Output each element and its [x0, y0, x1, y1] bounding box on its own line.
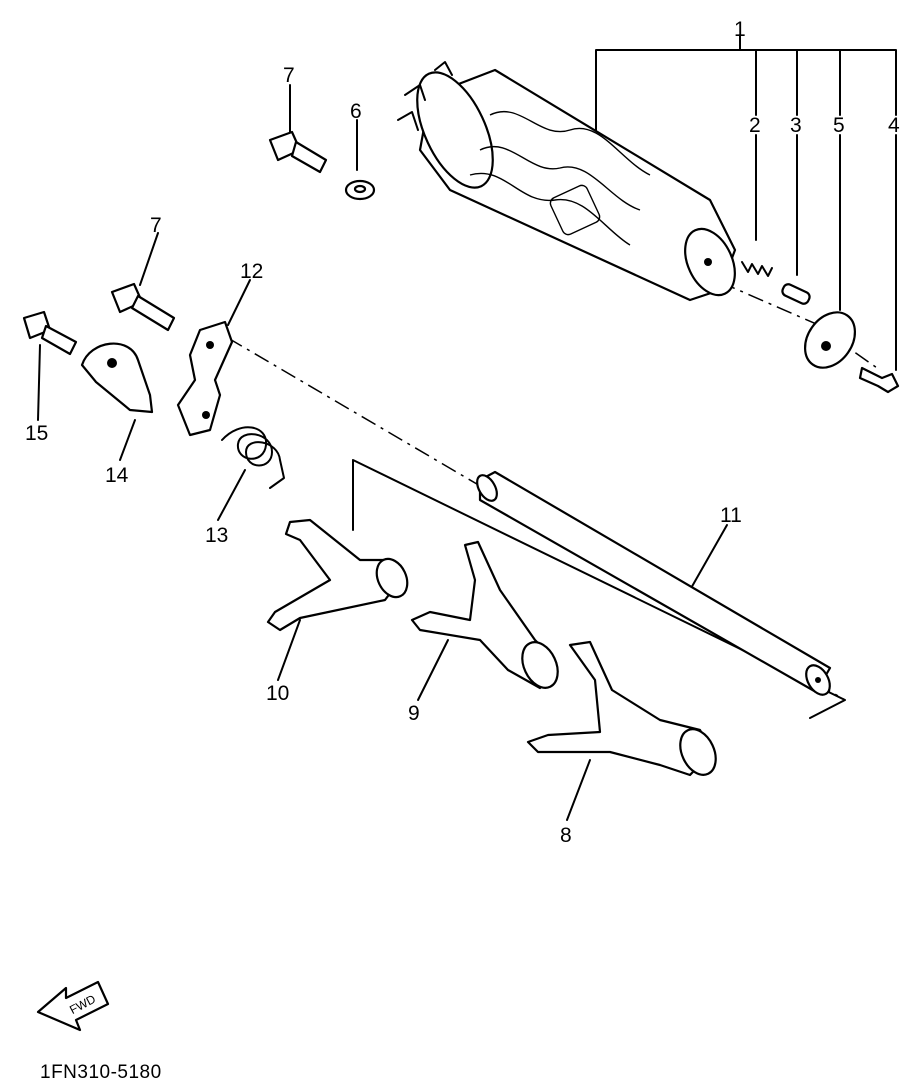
washer-6	[344, 179, 376, 201]
callout-10: 10	[266, 682, 289, 705]
callout-6: 6	[350, 100, 362, 123]
bolt-7-second	[110, 282, 176, 332]
plate-5	[803, 311, 857, 369]
callout-5: 5	[833, 114, 845, 137]
callout-9: 9	[408, 702, 420, 725]
centerlines	[227, 281, 881, 701]
shift-fork-9	[410, 540, 559, 690]
callout-13: 13	[205, 524, 228, 547]
callout-11: 11	[720, 504, 742, 527]
callout-2: 2	[749, 114, 761, 137]
shift-fork-shaft-11	[476, 470, 832, 696]
plate-12	[176, 320, 234, 437]
fwd-direction-arrow: FWD	[36, 980, 110, 1032]
callout-3: 3	[790, 114, 802, 137]
callout-7-top: 7	[283, 64, 295, 87]
callout-4: 4	[888, 114, 900, 137]
stopper-lever-14	[80, 342, 154, 414]
torsion-spring-13	[221, 426, 285, 489]
bolt-7-top	[268, 130, 328, 174]
callout-14: 14	[105, 464, 129, 487]
callout-12: 12	[240, 260, 263, 283]
shift-fork-10	[266, 518, 409, 632]
callout-1: 1	[734, 18, 746, 41]
callout-labels: 1 2 3 5 4 7 6 7 12 15 14 13 11 10 9 8	[25, 18, 900, 847]
shift-cam-drum	[397, 61, 737, 302]
callout-8: 8	[560, 824, 572, 847]
diagram-code: 1FN310-5180	[40, 1062, 162, 1083]
detent-spring-2	[741, 261, 773, 277]
callout-15: 15	[25, 422, 48, 445]
callout-7-second: 7	[150, 214, 162, 237]
pin-3	[781, 283, 811, 305]
bolt-15	[22, 310, 78, 356]
screw-4	[858, 366, 900, 394]
shift-fork-8	[526, 640, 717, 777]
